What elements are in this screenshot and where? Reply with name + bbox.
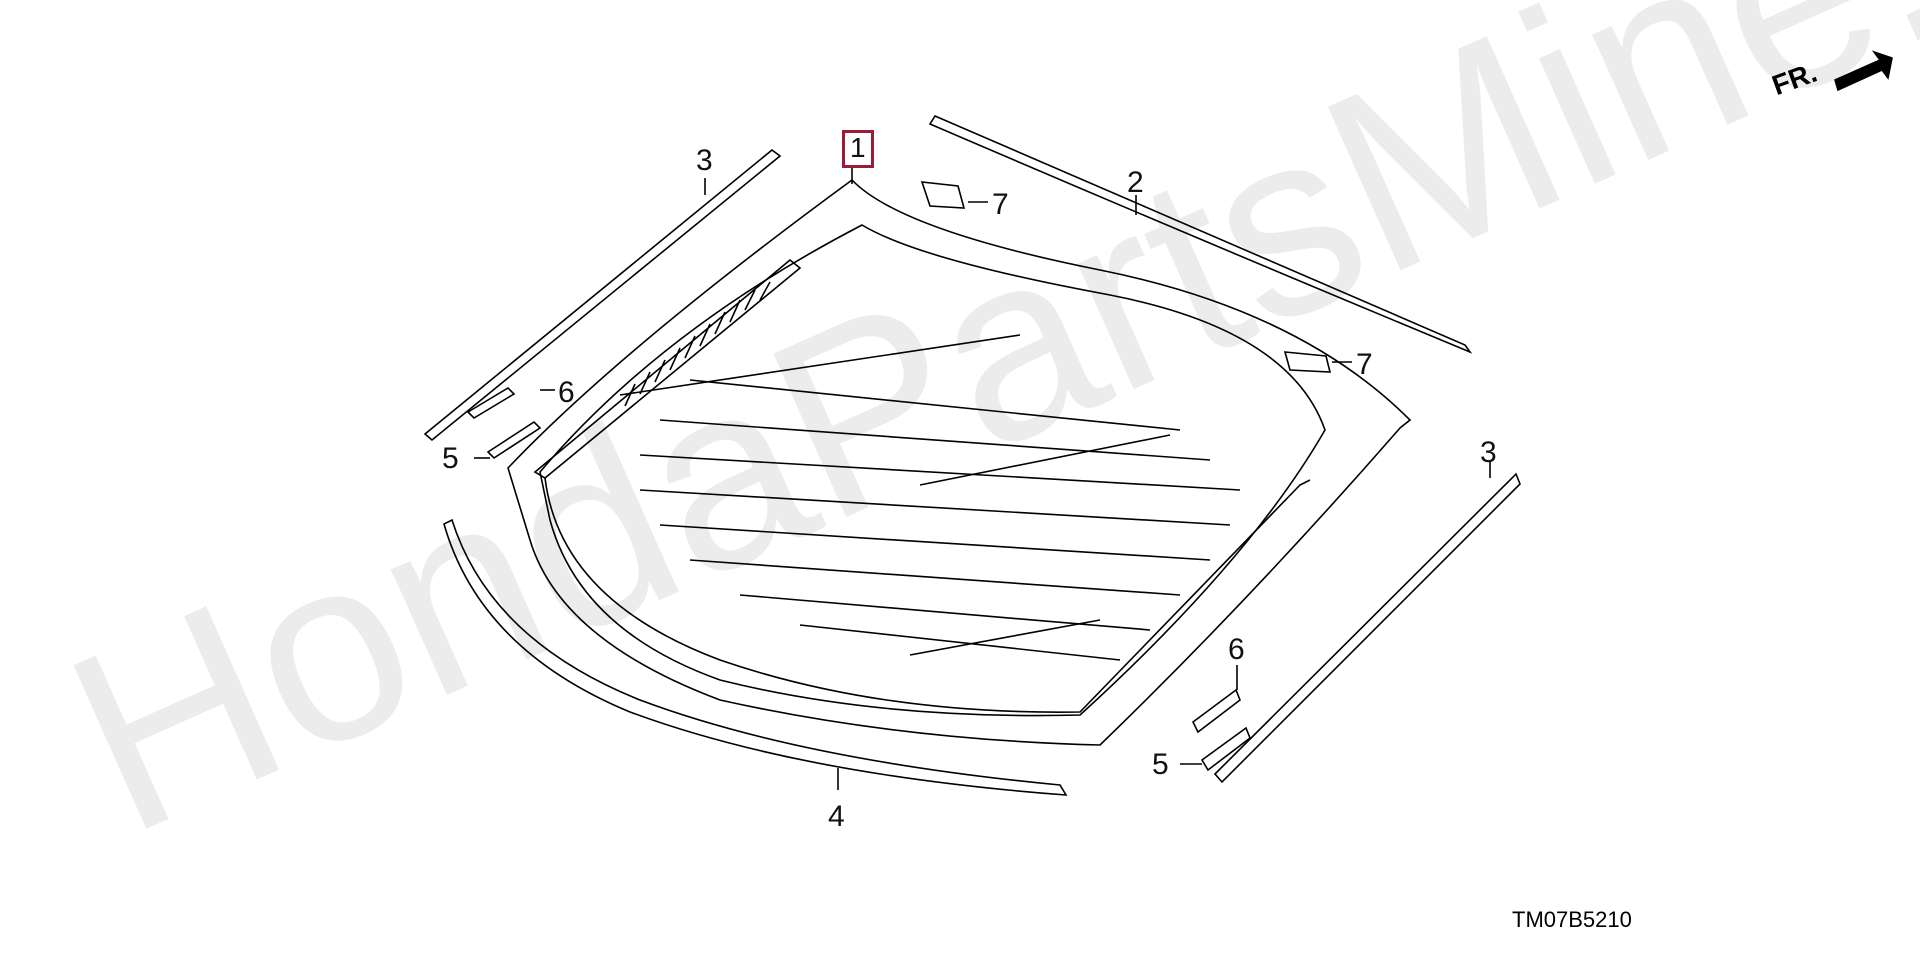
callout-part-5-left[interactable]: 5 [442, 442, 459, 475]
parts-diagram [423, 50, 1893, 796]
callout-part-5-right[interactable]: 5 [1152, 748, 1169, 781]
callout-part-3-right[interactable]: 3 [1480, 436, 1497, 469]
diagram-code: TM07B5210 [1512, 907, 1632, 932]
side-molding-right[interactable] [1213, 472, 1521, 784]
callout-part-7-right[interactable]: 7 [1356, 348, 1373, 381]
upper-molding[interactable] [928, 114, 1473, 354]
side-molding-left[interactable] [423, 148, 782, 442]
windshield-glass[interactable] [507, 178, 1412, 746]
fastener-5-left[interactable] [486, 420, 542, 460]
callout-part-6-right[interactable]: 6 [1228, 633, 1245, 666]
fastener-6-left[interactable] [466, 386, 516, 420]
callout-part-4[interactable]: 4 [828, 800, 845, 833]
clip-7-right[interactable] [1283, 351, 1332, 373]
fastener-5-right[interactable] [1200, 726, 1251, 772]
callout-part-7-left[interactable]: 7 [992, 188, 1009, 221]
fastener-6-right[interactable] [1191, 688, 1241, 734]
callout-part-1[interactable]: 1 [842, 130, 874, 168]
callout-part-3-left[interactable]: 3 [696, 144, 713, 177]
callout-part-2[interactable]: 2 [1127, 166, 1144, 199]
lower-molding[interactable] [443, 518, 1068, 796]
front-direction-arrow-icon [1834, 50, 1893, 92]
callout-part-6-left[interactable]: 6 [558, 376, 575, 409]
clip-7-left[interactable] [920, 181, 966, 209]
